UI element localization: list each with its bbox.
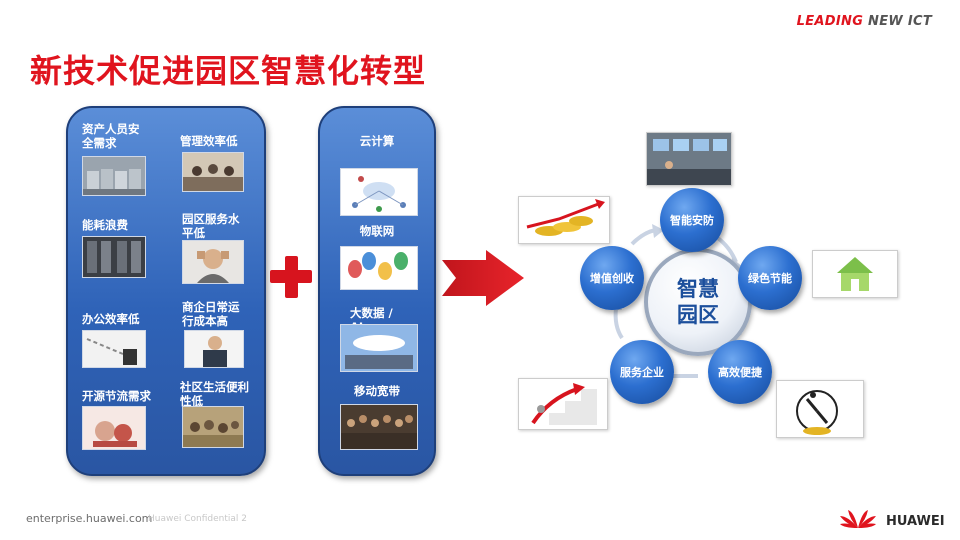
photo-stairs-growth bbox=[518, 378, 608, 430]
center-text-line-1: 智慧 bbox=[677, 277, 719, 301]
green-house-icon bbox=[813, 251, 897, 297]
huawei-logo-icon bbox=[840, 510, 876, 528]
photo-security-control-room bbox=[646, 132, 732, 186]
cycle-arrow-5 bbox=[630, 228, 657, 246]
center-text-line-2: 园区 bbox=[677, 303, 719, 327]
problem-label-1: 资产人员安 全需求 bbox=[82, 122, 140, 150]
problem-label-3: 能耗浪费 bbox=[82, 218, 128, 232]
brand-slogan-part2: NEW ICT bbox=[868, 14, 932, 29]
photo-warehouse bbox=[82, 156, 146, 196]
tech-label-mobile: 移动宽带 bbox=[318, 384, 436, 398]
tech-label-iot-line-1: 物联网 bbox=[359, 224, 395, 238]
photo-server-room-image bbox=[83, 237, 145, 277]
photo-server-room bbox=[82, 236, 146, 278]
photo-warehouse-image bbox=[83, 157, 145, 195]
problem-label-1-line-1: 资产人员安 bbox=[82, 122, 140, 136]
page-title: 新技术促进园区智慧化转型 bbox=[30, 52, 427, 90]
problem-label-6-line-2: 行成本高 bbox=[182, 314, 228, 328]
problem-label-2: 管理效率低 bbox=[180, 134, 238, 148]
photo-saving-money-image bbox=[83, 407, 145, 449]
cloud-network-icon bbox=[341, 169, 417, 215]
tech-label-cloud-line-1: 云计算 bbox=[359, 134, 395, 148]
problem-label-5: 办公效率低 bbox=[82, 312, 140, 326]
problem-label-5-line-1: 办公效率低 bbox=[82, 312, 140, 326]
photo-gold-coins bbox=[518, 196, 610, 244]
photo-businessman-image bbox=[185, 331, 243, 367]
tech-label-bigdata-line-1: 大数据 / bbox=[350, 306, 393, 320]
photo-cloud-computing bbox=[340, 168, 418, 216]
photo-mobile-broadband bbox=[340, 404, 418, 450]
node-serve-enterprises: 服务企业 bbox=[610, 340, 674, 404]
stairs-growth-icon bbox=[519, 379, 607, 429]
node-green-energy: 绿色节能 bbox=[738, 246, 802, 310]
big-data-icon bbox=[341, 325, 417, 371]
node-smart-security: 智能安防 bbox=[660, 188, 724, 252]
photo-runner-clock bbox=[776, 380, 864, 438]
footer-confidential: Huawei Confidential 2 bbox=[148, 514, 247, 524]
cycle-arrow-4 bbox=[613, 307, 624, 340]
problem-label-4-line-1: 园区服务水 bbox=[182, 212, 240, 226]
photo-office-efficiency bbox=[82, 330, 146, 368]
tech-label-mobile-line-1: 移动宽带 bbox=[354, 384, 400, 398]
node-serve-enterprises-label: 服务企业 bbox=[620, 366, 664, 379]
problem-label-7-line-1: 开源节流需求 bbox=[82, 389, 151, 403]
node-green-energy-label: 绿色节能 bbox=[748, 272, 792, 285]
tech-label-iot: 物联网 bbox=[318, 224, 436, 238]
photo-office-workers-image bbox=[183, 153, 243, 191]
photo-green-house bbox=[812, 250, 898, 298]
crowd-icon bbox=[341, 405, 417, 449]
photo-office-workers bbox=[182, 152, 244, 192]
photo-community bbox=[182, 406, 244, 448]
photo-big-data bbox=[340, 324, 418, 372]
problem-label-8: 社区生活便利 性低 bbox=[180, 380, 249, 408]
iot-devices-icon bbox=[341, 247, 417, 289]
problem-label-1-line-2: 全需求 bbox=[82, 136, 117, 150]
node-value-added-revenue-label: 增值创收 bbox=[590, 272, 634, 285]
brand-slogan: LEADING NEW ICT bbox=[797, 14, 932, 29]
problem-label-4-line-2: 平低 bbox=[182, 226, 205, 240]
control-room-icon bbox=[647, 133, 731, 185]
problem-label-8-line-1: 社区生活便利 bbox=[180, 380, 249, 394]
node-value-added-revenue: 增值创收 bbox=[580, 246, 644, 310]
footer-url: enterprise.huawei.com bbox=[26, 512, 153, 525]
huawei-logo-text: HUAWEI bbox=[886, 514, 945, 529]
node-efficient-convenient: 高效便捷 bbox=[708, 340, 772, 404]
photo-iot bbox=[340, 246, 418, 290]
problem-label-7: 开源节流需求 bbox=[82, 389, 151, 403]
plus-icon-vertical bbox=[285, 256, 298, 298]
photo-office-efficiency-image bbox=[83, 331, 145, 367]
problem-label-6: 商企日常运 行成本高 bbox=[182, 300, 240, 328]
problem-label-6-line-1: 商企日常运 bbox=[182, 300, 240, 314]
node-smart-security-label: 智能安防 bbox=[670, 214, 714, 227]
brand-slogan-part1: LEADING bbox=[796, 14, 869, 29]
photo-community-image bbox=[183, 407, 243, 447]
arrow-right-icon bbox=[441, 250, 524, 306]
problem-label-4: 园区服务水 平低 bbox=[182, 212, 240, 240]
problem-label-2-line-1: 管理效率低 bbox=[180, 134, 238, 148]
photo-stressed-person-image bbox=[183, 241, 243, 283]
photo-saving-money bbox=[82, 406, 146, 450]
problem-label-8-line-2: 性低 bbox=[180, 394, 203, 408]
photo-businessman bbox=[184, 330, 244, 368]
gold-coins-arrow-icon bbox=[519, 197, 609, 243]
runner-clock-icon bbox=[777, 381, 863, 437]
problem-label-3-line-1: 能耗浪费 bbox=[82, 218, 128, 232]
tech-label-cloud: 云计算 bbox=[318, 134, 436, 148]
node-efficient-convenient-label: 高效便捷 bbox=[718, 366, 762, 379]
photo-stressed-person bbox=[182, 240, 244, 284]
